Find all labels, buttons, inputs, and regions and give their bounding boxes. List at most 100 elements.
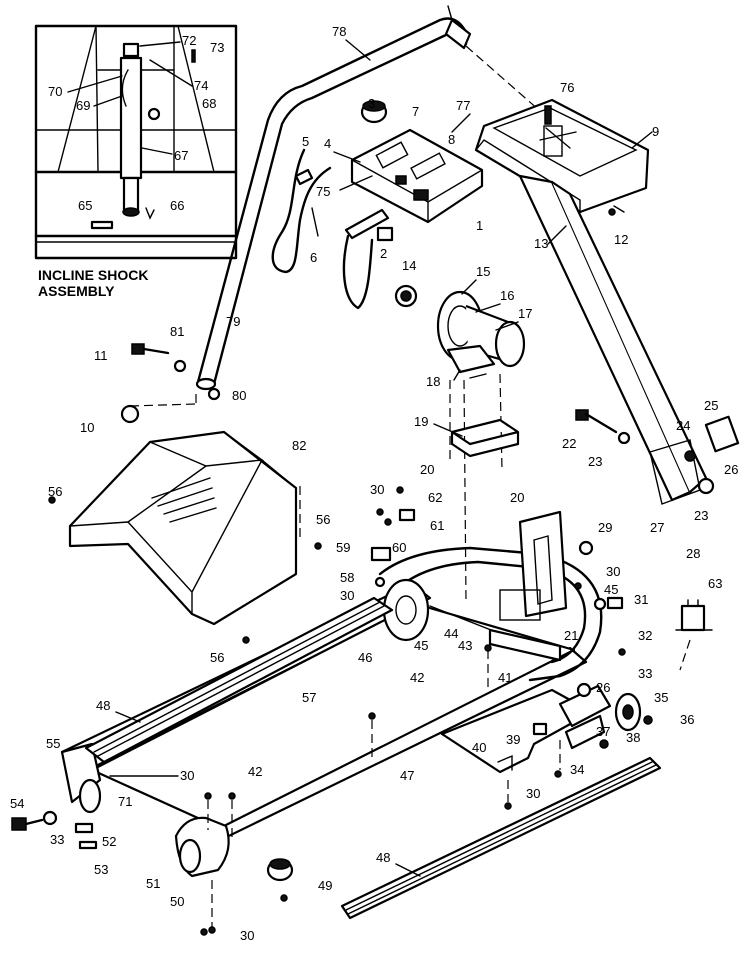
wheel-35 <box>614 692 642 732</box>
label-11: 11 <box>94 348 108 363</box>
label-55: 55 <box>46 736 60 751</box>
safety-key-2 <box>342 208 394 310</box>
label-26-upper: 26 <box>724 462 738 477</box>
label-76: 76 <box>560 80 574 95</box>
label-13: 13 <box>534 236 548 251</box>
label-5: 5 <box>302 134 309 149</box>
label-26-lower: 26 <box>596 680 610 695</box>
label-63: 63 <box>708 576 722 591</box>
label-38: 38 <box>626 730 640 745</box>
label-21: 21 <box>564 628 578 643</box>
label-59: 59 <box>336 540 350 555</box>
label-23-upper: 23 <box>588 454 602 469</box>
label-47: 47 <box>400 768 414 783</box>
label-79: 79 <box>226 314 240 329</box>
label-67: 67 <box>174 148 188 163</box>
side-rail-48-top <box>84 596 394 764</box>
label-60: 60 <box>392 540 406 555</box>
label-17: 17 <box>518 306 532 321</box>
bolt-22 <box>575 409 631 445</box>
label-69: 69 <box>76 98 90 113</box>
label-9: 9 <box>652 124 659 139</box>
label-24: 24 <box>676 418 690 433</box>
label-29: 29 <box>598 520 612 535</box>
label-72: 72 <box>182 33 196 48</box>
fasteners <box>120 208 653 936</box>
inset-caption-line1: INCLINE SHOCK <box>38 267 148 283</box>
label-1: 1 <box>476 218 483 233</box>
label-45-upper: 30 <box>340 588 354 603</box>
label-30-left: 30 <box>180 768 194 783</box>
label-30-bottom-right: 30 <box>526 786 540 801</box>
label-35: 35 <box>654 690 668 705</box>
label-3: 3 <box>368 96 375 111</box>
label-8: 8 <box>448 132 455 147</box>
label-74: 74 <box>194 78 208 93</box>
label-4: 4 <box>324 136 331 151</box>
shock-bushing-68 <box>147 107 161 121</box>
label-50: 50 <box>170 894 184 909</box>
label-51: 51 <box>146 876 160 891</box>
label-36: 36 <box>680 712 694 727</box>
label-71: 71 <box>118 794 132 809</box>
label-73: 73 <box>210 40 224 55</box>
label-49: 49 <box>318 878 332 893</box>
label-70: 70 <box>48 84 62 99</box>
incline-shock-inset: 72 73 70 74 69 68 67 65 66 <box>34 24 238 260</box>
label-27: 27 <box>650 520 664 535</box>
label-56-right: 56 <box>316 512 330 527</box>
label-25: 25 <box>704 398 718 413</box>
label-14: 14 <box>402 258 416 273</box>
inset-caption-line2: ASSEMBLY <box>38 283 115 299</box>
label-33-left: 33 <box>50 832 64 847</box>
label-56-left: 56 <box>48 484 62 499</box>
label-82: 82 <box>292 438 306 453</box>
label-31: 31 <box>634 592 648 607</box>
label-48-upper: 48 <box>96 698 110 713</box>
label-7: 7 <box>412 104 419 119</box>
label-32: 32 <box>638 628 652 643</box>
label-80: 80 <box>232 388 246 403</box>
label-43: 43 <box>458 638 472 653</box>
motor-hood-82 <box>48 430 322 644</box>
label-81: 81 <box>170 324 184 339</box>
label-56-bottom: 56 <box>210 650 224 665</box>
label-20-upper: 20 <box>420 462 434 477</box>
label-53: 53 <box>94 862 108 877</box>
label-61: 61 <box>430 518 444 533</box>
label-42-lower: 42 <box>248 764 262 779</box>
part-labels: 78 76 77 3 7 5 4 8 9 75 1 6 2 12 13 14 1… <box>10 24 738 943</box>
label-65: 65 <box>78 198 92 213</box>
label-77: 77 <box>456 98 470 113</box>
label-18: 18 <box>426 374 440 389</box>
upright-13 <box>518 174 740 505</box>
label-34: 34 <box>570 762 584 777</box>
label-30-far-right: 28 <box>686 546 700 561</box>
handrail-78-79 <box>195 5 472 391</box>
label-57: 57 <box>302 690 316 705</box>
label-30-right: 30 <box>606 564 620 579</box>
label-42-upper: 42 <box>410 670 424 685</box>
label-16: 16 <box>500 288 514 303</box>
motor-controller-1 <box>350 100 484 224</box>
label-6: 6 <box>310 250 317 265</box>
label-78: 78 <box>332 24 346 39</box>
label-22: 22 <box>562 436 576 451</box>
foot-49 <box>266 858 294 882</box>
label-48-lower: 48 <box>376 850 390 865</box>
transformer-63 <box>675 599 713 632</box>
label-30-bottom: 30 <box>240 928 254 943</box>
label-30-upper: 30 <box>370 482 384 497</box>
label-20-lower: 20 <box>510 490 524 505</box>
label-54: 54 <box>10 796 24 811</box>
drive-motor-17 <box>394 284 526 379</box>
label-68: 68 <box>202 96 216 111</box>
label-2: 2 <box>380 246 387 261</box>
shock-absorber <box>119 42 143 217</box>
label-46: 46 <box>358 650 372 665</box>
label-39: 39 <box>506 732 520 747</box>
label-10: 10 <box>80 420 94 435</box>
label-19: 19 <box>414 414 428 429</box>
label-75: 75 <box>316 184 330 199</box>
